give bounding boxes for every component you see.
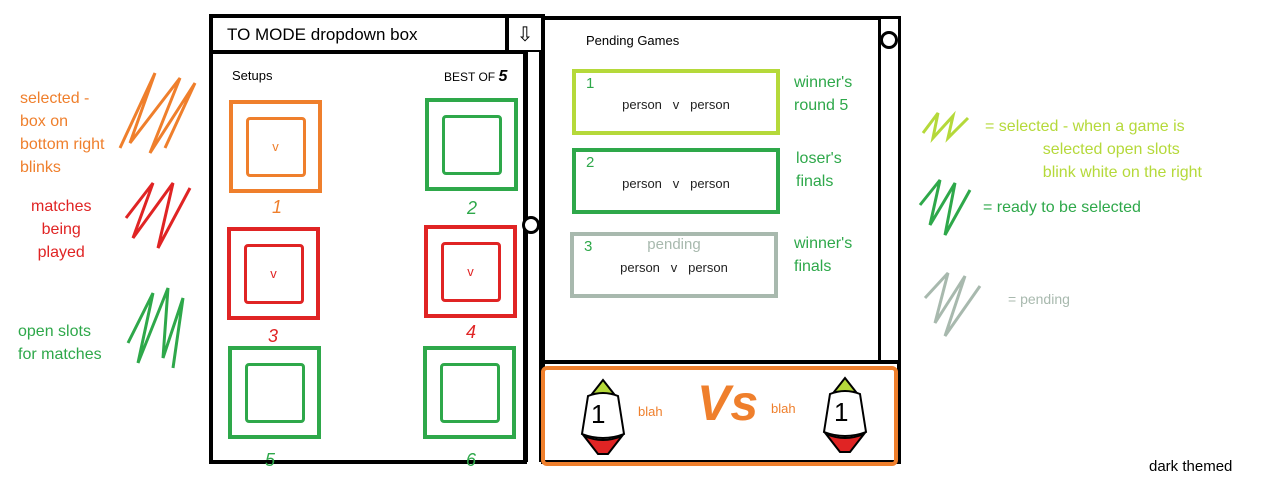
green-scribble-icon — [126, 287, 185, 369]
setup-num: 6 — [466, 450, 477, 470]
setup-num: 1 — [272, 197, 283, 217]
setup-inner: v — [440, 241, 501, 302]
player-1: person — [622, 176, 662, 191]
round-label: winner's round 5 — [794, 74, 853, 114]
setup-inner: v — [245, 116, 306, 177]
orange-scribble-icon — [118, 72, 197, 154]
pending-game-1[interactable]: 1 person v person — [572, 69, 780, 135]
mode-dropdown-label: TO MODE dropdown box — [227, 25, 418, 44]
pending-scrollbar[interactable] — [878, 19, 898, 362]
grey-scribble-icon — [923, 271, 982, 337]
setups-title: Setups — [232, 68, 273, 83]
setups-scrollbar[interactable] — [525, 52, 542, 462]
setups-scroll-thumb[interactable] — [522, 216, 540, 234]
panel-divider — [541, 360, 901, 364]
annotation-playing: matches being played — [31, 198, 92, 261]
game-matchup: person v person — [576, 176, 776, 191]
best-of-label: BEST OF 5 — [444, 68, 507, 86]
legend-pending: = pending — [1008, 291, 1070, 307]
pending-scroll-thumb[interactable] — [880, 31, 898, 49]
best-of-text: BEST OF — [444, 70, 496, 84]
game-num: 3 — [584, 238, 593, 255]
left-score: 1 — [591, 399, 606, 429]
player-1: person — [622, 97, 662, 112]
right-score: 1 — [834, 397, 849, 427]
game-matchup: person v person — [574, 260, 774, 275]
left-player-name: blah — [638, 404, 663, 419]
player-1: person — [620, 260, 660, 275]
setup-num: 5 — [265, 450, 276, 470]
setup-box-4[interactable]: v — [424, 225, 517, 318]
setup-inner — [244, 362, 305, 423]
annotation-selected: selected - box on bottom right blinks — [20, 90, 105, 176]
red-scribble-icon — [124, 182, 192, 249]
legend-ready: = ready to be selected — [983, 199, 1141, 216]
green-legend-scribble-icon — [918, 179, 972, 236]
setup-inner — [439, 362, 500, 423]
setup-box-6[interactable] — [423, 346, 516, 439]
lime-scribble-icon — [921, 110, 970, 143]
player-left-badge-icon — [580, 378, 626, 455]
annotation-open: open slots for matches — [18, 323, 102, 363]
pending-game-3[interactable]: 3 pending person v person — [570, 232, 778, 298]
pending-games-title: Pending Games — [586, 33, 680, 48]
setup-inner: v — [243, 243, 304, 304]
vs-label: v — [672, 176, 680, 191]
player-2: person — [690, 176, 730, 191]
legend-selected: = selected - when a game is selected ope… — [985, 118, 1202, 181]
game-num: 2 — [586, 154, 595, 171]
vs-label: v — [670, 260, 678, 275]
setup-box-2[interactable] — [425, 98, 518, 191]
setup-box-5[interactable] — [228, 346, 321, 439]
setup-inner — [441, 114, 502, 175]
best-of-select[interactable]: 5 — [498, 68, 508, 85]
right-player-name: blah — [771, 401, 796, 416]
round-label: loser's finals — [796, 150, 842, 190]
setup-box-3[interactable]: v — [227, 227, 320, 320]
player-right-badge-icon — [822, 376, 868, 453]
round-label: winner's finals — [794, 235, 853, 275]
setup-num: 4 — [466, 322, 477, 342]
vs-label: v — [672, 97, 680, 112]
vs-big: Vs — [697, 375, 759, 431]
player-2: person — [688, 260, 728, 275]
current-match-area — [541, 366, 898, 466]
pending-status: pending — [647, 236, 701, 253]
player-2: person — [690, 97, 730, 112]
setup-box-1[interactable]: v — [229, 100, 322, 193]
pending-game-2[interactable]: 2 person v person — [572, 148, 780, 214]
setup-num: 2 — [467, 198, 478, 218]
game-matchup: person v person — [576, 97, 776, 112]
game-num: 1 — [586, 75, 595, 92]
chevron-down-icon[interactable]: ⇩ — [505, 18, 541, 50]
setup-num: 3 — [268, 326, 279, 346]
mode-dropdown[interactable]: TO MODE dropdown box ⇩ — [209, 14, 545, 54]
dark-theme-note: dark themed — [1149, 458, 1233, 475]
